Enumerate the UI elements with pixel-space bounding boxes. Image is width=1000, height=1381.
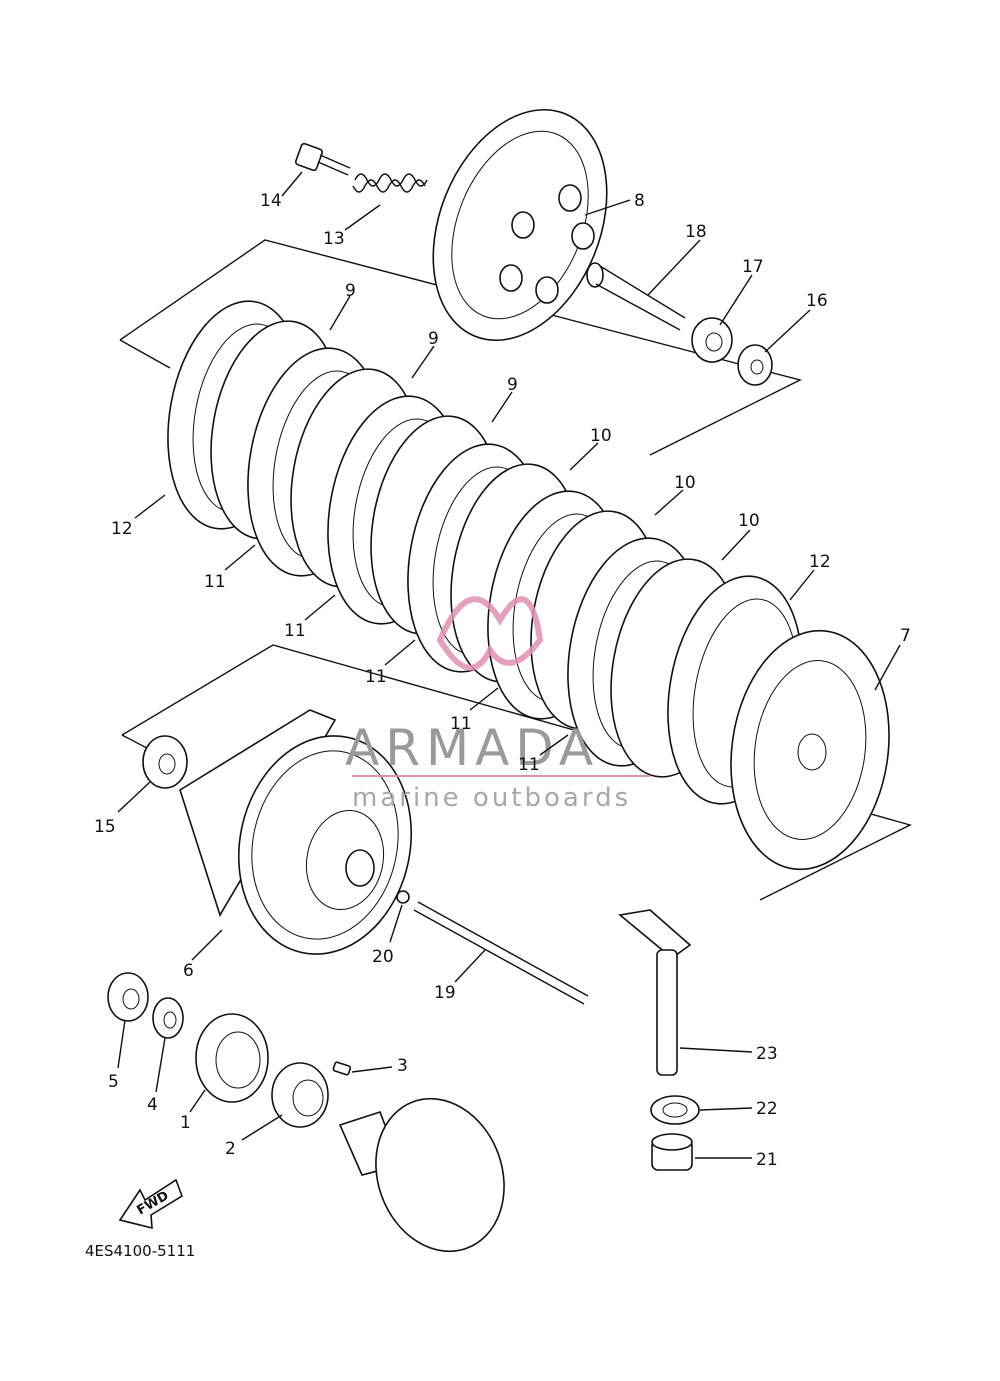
spring-part-13 [352, 173, 428, 193]
callout-8: 8 [634, 191, 645, 211]
ball-part-20 [396, 890, 410, 904]
key-part-3 [332, 1061, 352, 1076]
callout-23: 23 [756, 1044, 778, 1064]
callout-10c: 10 [738, 511, 760, 531]
callout-5: 5 [108, 1072, 119, 1092]
callout-4: 4 [147, 1095, 158, 1115]
pressure-plate-part-8 [432, 108, 608, 342]
watermark-logo-icon [436, 596, 544, 671]
callout-3: 3 [397, 1056, 408, 1076]
callout-19: 19 [434, 983, 456, 1003]
callout-11a: 11 [204, 572, 226, 592]
push-rod-part-19 [413, 901, 589, 1005]
callout-22: 22 [756, 1099, 778, 1119]
nut-part-5 [107, 972, 149, 1022]
callout-9b: 9 [428, 329, 439, 349]
collar-part-2 [271, 1062, 329, 1128]
callout-11e: 11 [518, 755, 540, 775]
callout-1: 1 [180, 1113, 191, 1133]
upper-frame-left [119, 339, 171, 369]
callout-11d: 11 [450, 714, 472, 734]
callout-11c: 11 [365, 667, 387, 687]
callout-12b: 12 [809, 552, 831, 572]
watermark-brand: ARMADA [345, 719, 599, 777]
push-lever-shaft-part-23 [618, 909, 692, 1076]
part-code: 4ES4100-5111 [85, 1242, 195, 1260]
callout-labels: 14 13 8 18 17 16 9 9 9 10 10 10 12 12 11… [94, 191, 911, 1170]
callout-2: 2 [225, 1139, 236, 1159]
washer-part-4 [152, 997, 184, 1039]
callout-15: 15 [94, 817, 116, 837]
callout-17: 17 [742, 257, 764, 277]
drive-gear-part-1 [195, 1013, 269, 1103]
bolt-part-14 [294, 142, 351, 176]
clutch-housing-part-6 [179, 709, 413, 955]
callout-16: 16 [806, 291, 828, 311]
lock-washer-part-15 [142, 735, 188, 789]
leader-lines [117, 171, 901, 1159]
washer-part-16 [737, 344, 773, 386]
callout-9a: 9 [345, 281, 356, 301]
callout-13: 13 [323, 229, 345, 249]
bearing-part-21 [651, 1133, 693, 1171]
callout-10a: 10 [590, 426, 612, 446]
clutch-boss-part-7 [730, 629, 890, 871]
watermark-tagline: marine outboards [352, 783, 631, 813]
callout-20: 20 [372, 947, 394, 967]
callout-18: 18 [685, 222, 707, 242]
clutch-plate-stack [167, 300, 803, 805]
callout-9c: 9 [507, 375, 518, 395]
callout-10b: 10 [674, 473, 696, 493]
callout-6: 6 [183, 961, 194, 981]
oil-seal-part-22 [650, 1095, 700, 1125]
crankshaft-stub [338, 1097, 505, 1253]
push-rod-part-18 [586, 262, 686, 331]
callout-14: 14 [260, 191, 282, 211]
watermark: ARMADA marine outboards [345, 596, 650, 813]
fwd-arrow-icon: FWD [118, 1178, 183, 1230]
callout-11b: 11 [284, 621, 306, 641]
callout-12a: 12 [111, 519, 133, 539]
nut-part-17 [691, 317, 733, 363]
callout-21: 21 [756, 1150, 778, 1170]
callout-7: 7 [900, 626, 911, 646]
